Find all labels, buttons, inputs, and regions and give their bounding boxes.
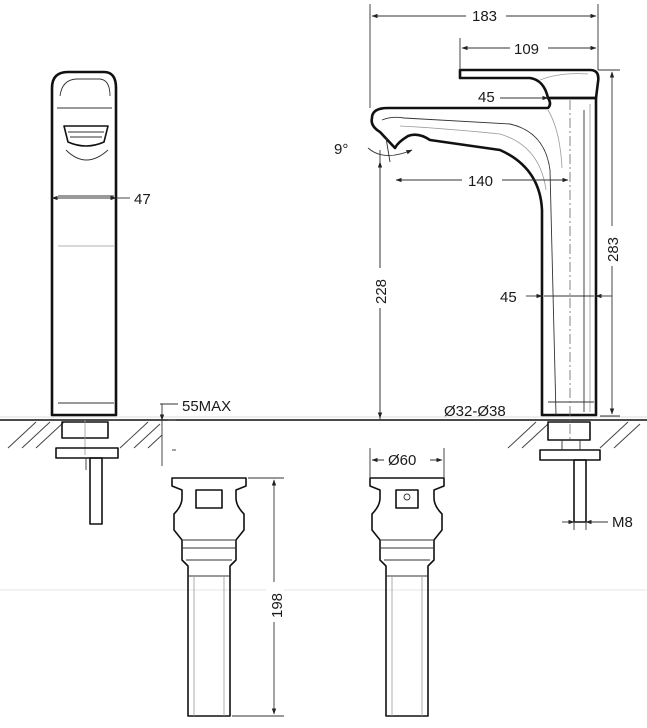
dim-spout-height: 228 [370, 161, 390, 419]
dim-55max-label: 55MAX [182, 398, 231, 415]
faucet-side-view [50, 70, 119, 525]
drain-front-view [369, 477, 445, 717]
dim-body-width-side: 47 [51, 191, 151, 208]
dim-283-label: 283 [605, 237, 622, 262]
dim-60-label: Ø60 [388, 452, 416, 469]
faucet-front-view [370, 68, 601, 523]
dim-109-label: 109 [514, 41, 539, 58]
dim-thread: M8 [562, 514, 633, 531]
dim-body-width-front: 45 [500, 289, 612, 306]
dim-hole-label: Ø32-Ø38 [444, 403, 506, 420]
dim-drain-length: 198 [232, 477, 286, 717]
dim-45-body-label: 45 [500, 289, 517, 306]
countertop-section [0, 416, 647, 591]
dim-140-label: 140 [468, 173, 493, 190]
hatch-right [507, 421, 641, 449]
drain-side-view [171, 477, 247, 717]
dim-handle-length: 109 [459, 38, 597, 70]
dim-198-label: 198 [269, 593, 286, 618]
dim-handle-depth: 45 [476, 86, 549, 106]
dim-183-label: 183 [472, 8, 497, 25]
dim-overall-height: 283 [598, 69, 622, 417]
dim-drain-flange: Ø60 [369, 448, 445, 478]
hatch-left [7, 421, 163, 449]
dim-45-handle-label: 45 [478, 89, 495, 106]
dim-spout-angle: 9° [334, 137, 413, 163]
dim-228-label: 228 [373, 279, 390, 304]
dim-47-label: 47 [134, 191, 151, 208]
dim-deck-thickness: 55MAX [159, 398, 231, 466]
spout-body [370, 96, 598, 417]
dim-hole-diameter: Ø32-Ø38 [444, 403, 506, 420]
aerator-grille [63, 125, 109, 147]
dim-m8-label: M8 [612, 514, 633, 531]
dim-overall-width: 183 [369, 4, 599, 108]
dim-9deg-label: 9° [334, 141, 348, 158]
